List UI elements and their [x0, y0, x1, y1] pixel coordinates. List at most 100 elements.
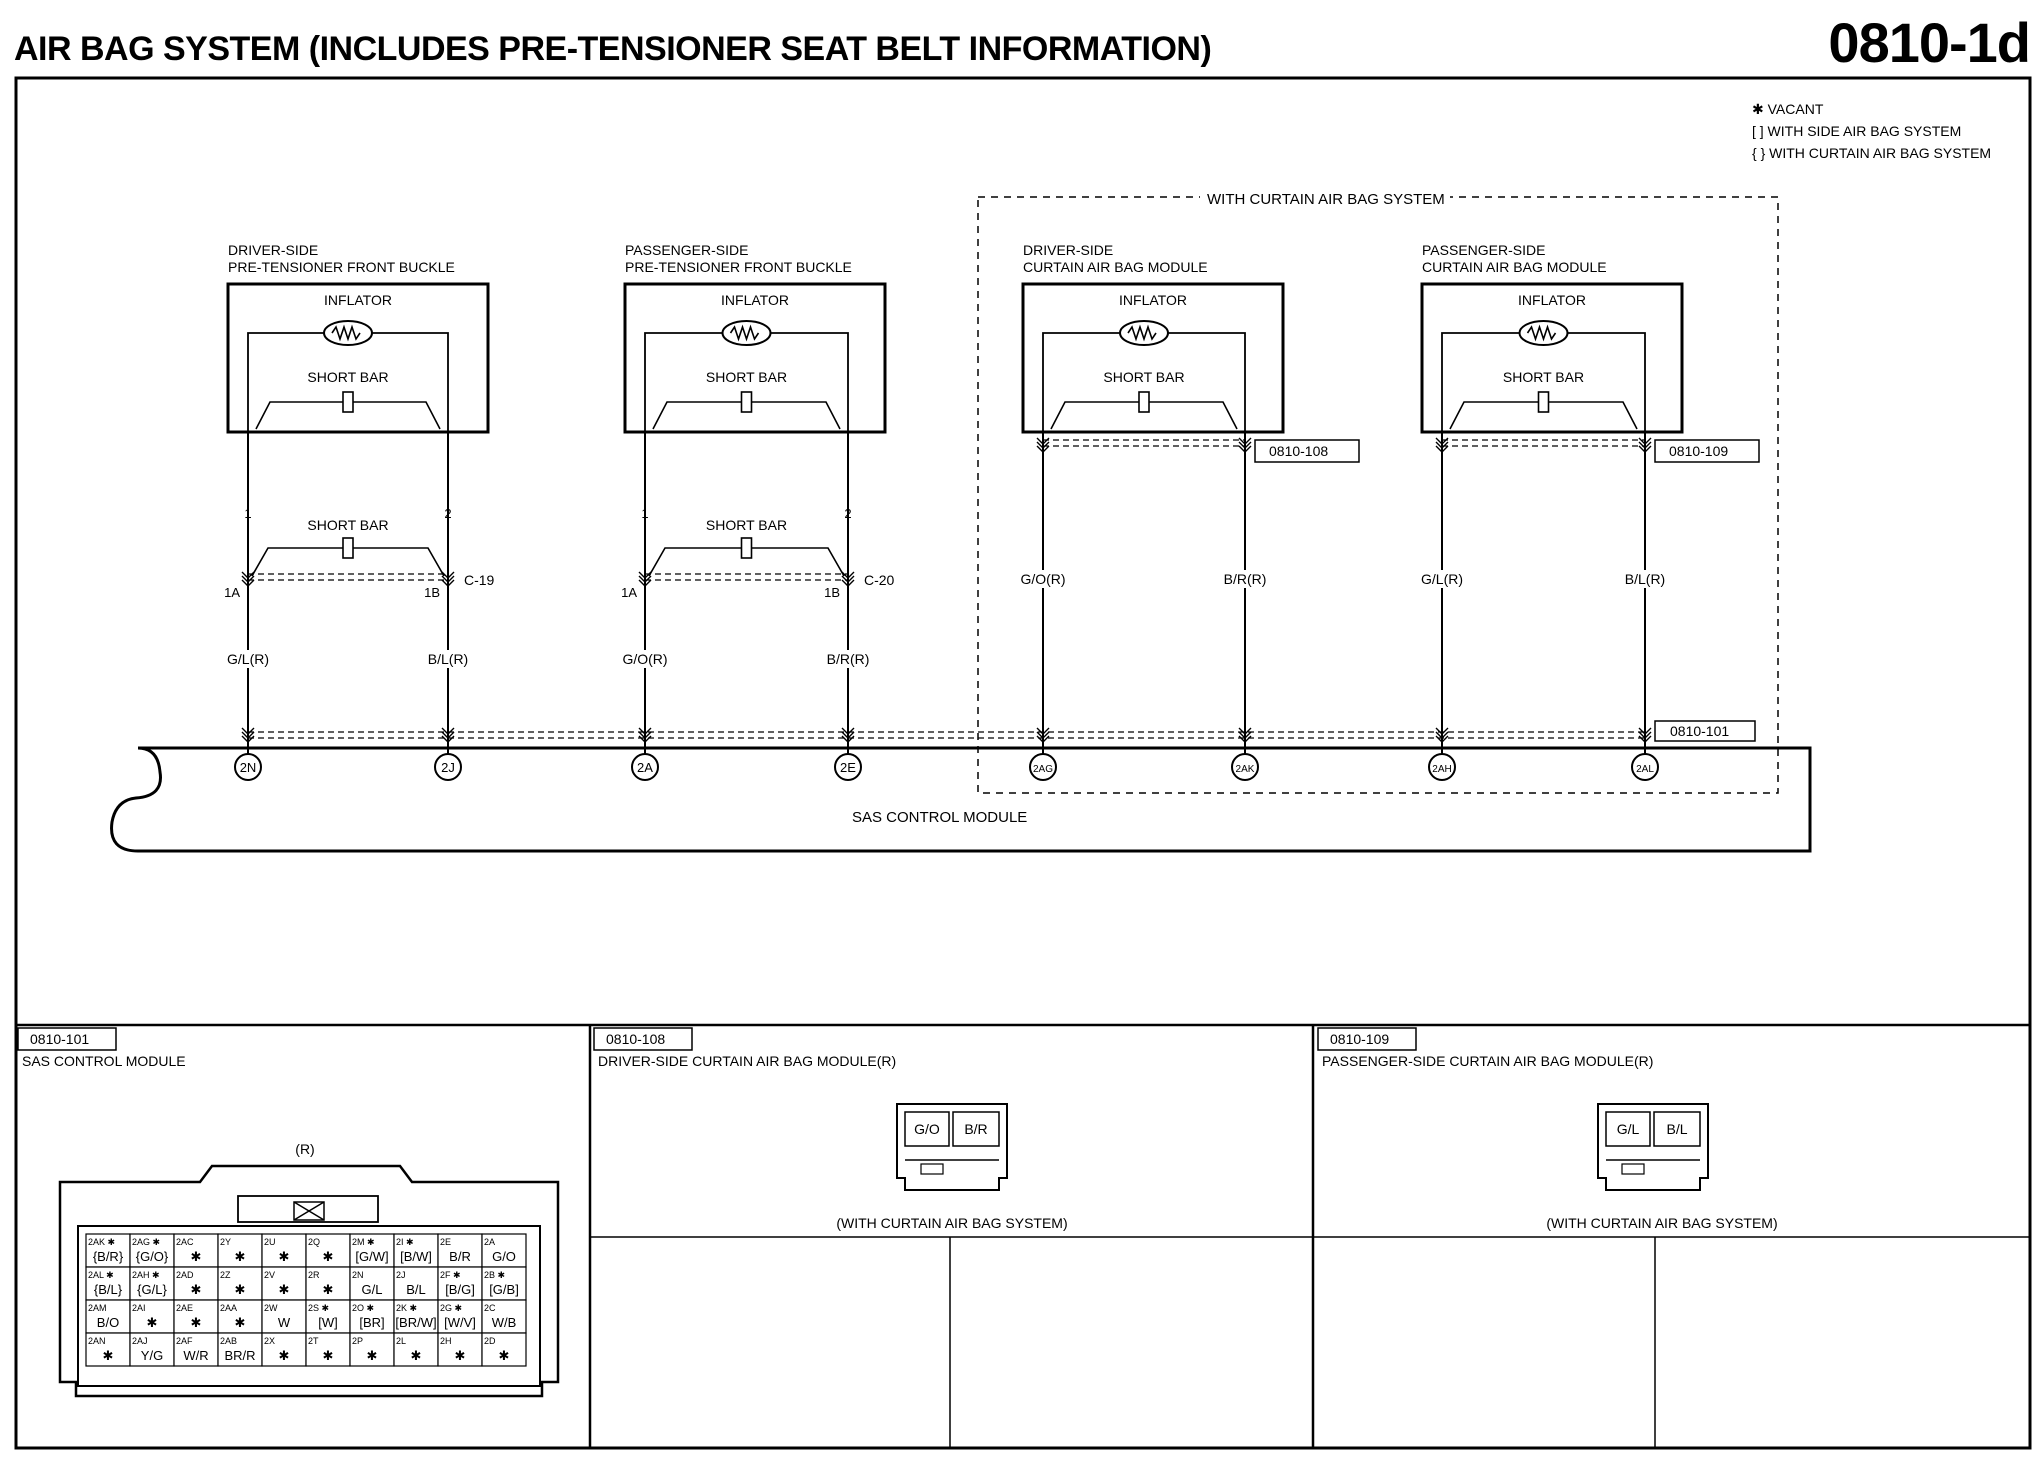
pin-cell-border [217, 1332, 263, 1367]
panel1-ref: 0810-101 [30, 1031, 89, 1047]
pin-cell-border [85, 1299, 131, 1334]
sas-terminal-label: 2J [441, 760, 455, 775]
sas-pin-cell: 2Y✱ [217, 1233, 263, 1268]
resistor-zigzag-icon [1127, 324, 1157, 342]
sas-pin-cell: 2V ✱ [261, 1266, 307, 1301]
pin-cell-border [393, 1233, 439, 1268]
short-bar-label: SHORT BAR [307, 517, 388, 533]
pin-cell-border [129, 1299, 175, 1334]
panel3-ref-box [1317, 1027, 1417, 1051]
outer-frame [14, 76, 2032, 1450]
pin-color: [W/V] [444, 1315, 476, 1330]
component-box [226, 282, 490, 434]
wire-color-label: B/L(R) [428, 651, 468, 667]
pin-color: G/L [362, 1282, 383, 1297]
connector-pin-right [841, 571, 855, 587]
pin-terminal: 2AK ✱ [88, 1237, 115, 1247]
wire-color-label: B/R(R) [1224, 571, 1267, 587]
pin-cell-border [261, 1299, 307, 1334]
pin-color: G/O [914, 1121, 940, 1137]
sas-pin-cell: 2CW/B [481, 1299, 527, 1334]
sas-pin-cell: 2U✱ [261, 1233, 307, 1268]
sas-terminal-label: 2A [637, 760, 653, 775]
sas-pin-cell: 2F ✱[B/G] [437, 1266, 483, 1301]
pin-terminal: 2M ✱ [352, 1237, 375, 1247]
panel3-note: (WITH CURTAIN AIR BAG SYSTEM) [1546, 1215, 1777, 1231]
pin-color: W/B [492, 1315, 517, 1330]
pin-color: ✱ [235, 1315, 246, 1330]
pin-cell-border [173, 1233, 219, 1268]
resistor-zigzag-icon [1526, 324, 1557, 342]
pin-color: ✱ [323, 1282, 334, 1297]
sas-ref-box [1654, 720, 1756, 742]
short-bar-icon [740, 537, 753, 559]
pin-color: B/L [406, 1282, 426, 1297]
sas-terminal-label: 2AH [1432, 764, 1451, 775]
sas-terminal-circle [234, 753, 262, 781]
pin-color: B/R [964, 1121, 987, 1137]
sas-wire-6: B/R(R) 2AK [1205, 570, 1285, 781]
panel2-ref: 0810-108 [606, 1031, 665, 1047]
pin-color: ✱ [191, 1315, 202, 1330]
short-bar-label: SHORT BAR [1503, 369, 1584, 385]
pin-color: ✱ [235, 1249, 246, 1264]
inflator-label: INFLATOR [324, 292, 392, 308]
sas-terminal-label: 2AK [1236, 764, 1255, 775]
sas-control-module-label: SAS CONTROL MODULE [852, 809, 1027, 826]
sas-terminal-label: 2AG [1033, 764, 1053, 775]
component-title-line2: PRE-TENSIONER FRONT BUCKLE [228, 259, 455, 275]
short-bar-label: SHORT BAR [706, 369, 787, 385]
pin-color: [G/B] [489, 1282, 519, 1297]
pin-cell-border [349, 1332, 395, 1367]
curtain-system-group [977, 196, 1779, 794]
pin-color: B/L [1666, 1121, 1687, 1137]
pin-color: [B/G] [445, 1282, 475, 1297]
pin-color: Y/G [141, 1348, 163, 1363]
wire-color-label: G/O(R) [1020, 571, 1065, 587]
sas-pin-cell: 2Q✱ [305, 1233, 351, 1268]
component-title-line2: CURTAIN AIR BAG MODULE [1023, 259, 1208, 275]
pin-color: ✱ [455, 1348, 466, 1363]
pin-cell-border [481, 1332, 527, 1367]
pin-color: ✱ [191, 1249, 202, 1264]
wire-color-label: G/L(R) [1421, 571, 1463, 587]
pin-terminal: 2D [484, 1336, 496, 1346]
pin-color: BR/R [224, 1348, 255, 1363]
pin-cell-border [437, 1332, 483, 1367]
pin-terminal: 2V [264, 1270, 275, 1280]
module-ref-box [1654, 439, 1760, 463]
sas-pin-cell: 2P✱ [349, 1332, 395, 1367]
panel1-note: (R) [295, 1141, 314, 1157]
pin-terminal: 2I ✱ [396, 1237, 414, 1247]
sas-pin-cell: 2AH ✱{G/L} [129, 1266, 175, 1301]
short-bar-label: SHORT BAR [307, 369, 388, 385]
sas-pin-cell: 2G ✱ [W/V] [437, 1299, 483, 1334]
module-connector-pin-right [1638, 437, 1652, 453]
pin-terminal: 2B ✱ [484, 1270, 505, 1280]
pin-terminal: 2G ✱ [440, 1303, 462, 1313]
pin-terminal: 2K ✱ [396, 1303, 417, 1313]
sas-wire-4: B/R(R)2E [808, 650, 888, 781]
pin-terminal: 2O ✱ [352, 1303, 374, 1313]
terminal-right: 1B [424, 585, 440, 600]
pin-color: ✱ [279, 1282, 290, 1297]
sas-pin-cell: 2AG ✱{G/O} [129, 1233, 175, 1268]
sas-pin-cell: 2S ✱[W] [305, 1299, 351, 1334]
pin-color: ✱ [191, 1282, 202, 1297]
pin-color: {G/O} [136, 1249, 169, 1264]
pin-terminal: 2AN [88, 1336, 106, 1346]
pin-terminal: 2X [264, 1336, 275, 1346]
latch-icon [1621, 1163, 1645, 1175]
pin-cell-border [217, 1266, 263, 1301]
pin-terminal: 2AJ [132, 1336, 148, 1346]
sas-terminal-circle [1428, 753, 1456, 781]
panel1-title: SAS CONTROL MODULE [22, 1053, 186, 1069]
pin-terminal: 2Q [308, 1237, 320, 1247]
sas-pin-cell: 2AL ✱{B/L} [85, 1266, 131, 1301]
terminal-left: 1A [224, 585, 240, 600]
sas-pin-cell: 2D✱ [481, 1332, 527, 1367]
pin-color: ✱ [367, 1348, 378, 1363]
